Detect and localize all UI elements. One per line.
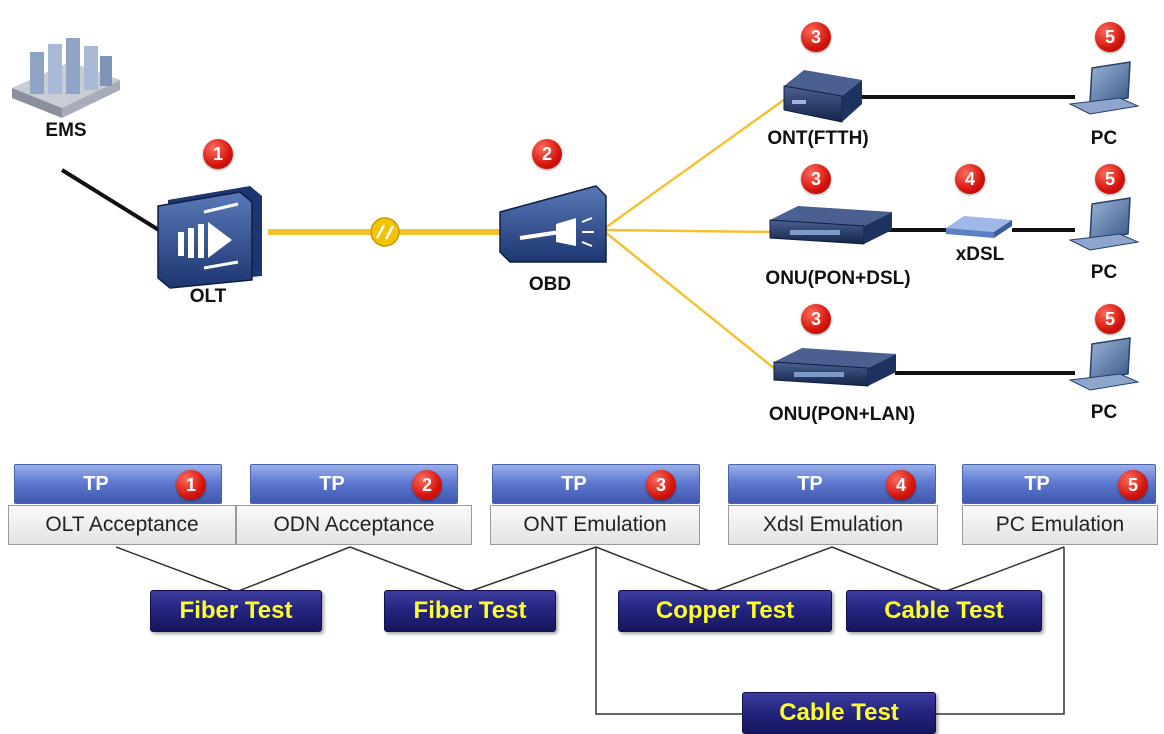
laptop-icon	[1068, 197, 1140, 251]
tp-odn-label: ODN Acceptance	[236, 505, 472, 545]
ont-ftth-badge: 3	[801, 22, 831, 52]
obd-splitter-icon	[499, 185, 607, 263]
test-connectors	[115, 546, 1065, 715]
olt-device-icon	[157, 186, 262, 289]
tp-header: TP 3	[492, 464, 700, 504]
pc2-badge: 5	[1095, 164, 1125, 194]
pc3-label: PC	[1090, 402, 1118, 423]
tp-xdsl: TP 4	[728, 464, 936, 504]
cable-test-1: Cable Test	[846, 590, 1042, 632]
tp-header-text: TP	[561, 473, 587, 495]
fiber-connector-icon	[370, 217, 400, 247]
tp-header: TP 5	[962, 464, 1156, 504]
onu-lan-switch-icon	[773, 348, 896, 387]
pc2-label: PC	[1090, 262, 1118, 283]
onu-dsl-switch-icon	[769, 206, 892, 245]
laptop-icon	[1068, 337, 1140, 391]
tp-olt-label: OLT Acceptance	[8, 505, 236, 545]
tp-badge: 5	[1118, 470, 1148, 500]
obd-onu-dsl-fiber	[604, 228, 773, 234]
pc3-badge: 5	[1095, 304, 1125, 334]
tp-pc-label: PC Emulation	[962, 505, 1158, 545]
pc1-badge: 5	[1095, 22, 1125, 52]
obd-label: OBD	[528, 274, 572, 295]
tp-badge: 3	[646, 470, 676, 500]
tp-header-text: TP	[319, 473, 345, 495]
tp-header: TP 2	[250, 464, 458, 504]
tp-ont: TP 3	[492, 464, 700, 504]
tp-badge: 4	[886, 470, 916, 500]
modem-icon	[946, 216, 1012, 238]
pc1-label: PC	[1090, 128, 1118, 149]
tp-badge: 2	[412, 470, 442, 500]
ems-label: EMS	[45, 120, 87, 141]
ems-server-icon	[12, 38, 120, 118]
laptop-icon	[1068, 61, 1140, 115]
ont-ftth-label: ONT(FTTH)	[767, 128, 869, 149]
fiber-test-1: Fiber Test	[150, 590, 322, 632]
tp-xdsl-label: Xdsl Emulation	[728, 505, 938, 545]
onu-lan-badge: 3	[801, 304, 831, 334]
tp-header-text: TP	[797, 473, 823, 495]
xdsl-badge: 4	[955, 164, 985, 194]
tp-header-text: TP	[83, 473, 109, 495]
tp-odn: TP 2	[250, 464, 458, 504]
fiber-test-2: Fiber Test	[384, 590, 556, 632]
obd-badge: 2	[532, 139, 562, 169]
onu-dsl-badge: 3	[801, 164, 831, 194]
tp-pc: TP 5	[962, 464, 1156, 504]
ems-olt-link	[60, 168, 164, 234]
tp-header: TP 1	[14, 464, 222, 504]
links	[60, 95, 1075, 375]
olt-badge: 1	[203, 139, 233, 169]
tp-olt: TP 1	[14, 464, 222, 504]
obd-ont-fiber	[604, 95, 789, 230]
cable-test-2: Cable Test	[742, 692, 936, 734]
tp-ont-label: ONT Emulation	[490, 505, 700, 545]
xdsl-label: xDSL	[955, 244, 1005, 265]
tp-header-text: TP	[1024, 473, 1050, 495]
olt-label: OLT	[189, 286, 227, 307]
tp-badge: 1	[176, 470, 206, 500]
obd-onu-lan-fiber	[604, 231, 781, 374]
copper-test: Copper Test	[618, 590, 832, 632]
onu-dsl-label: ONU(PON+DSL)	[765, 268, 911, 289]
onu-lan-label: ONU(PON+LAN)	[768, 404, 916, 425]
tp-header: TP 4	[728, 464, 936, 504]
ont-box-icon	[783, 70, 862, 123]
